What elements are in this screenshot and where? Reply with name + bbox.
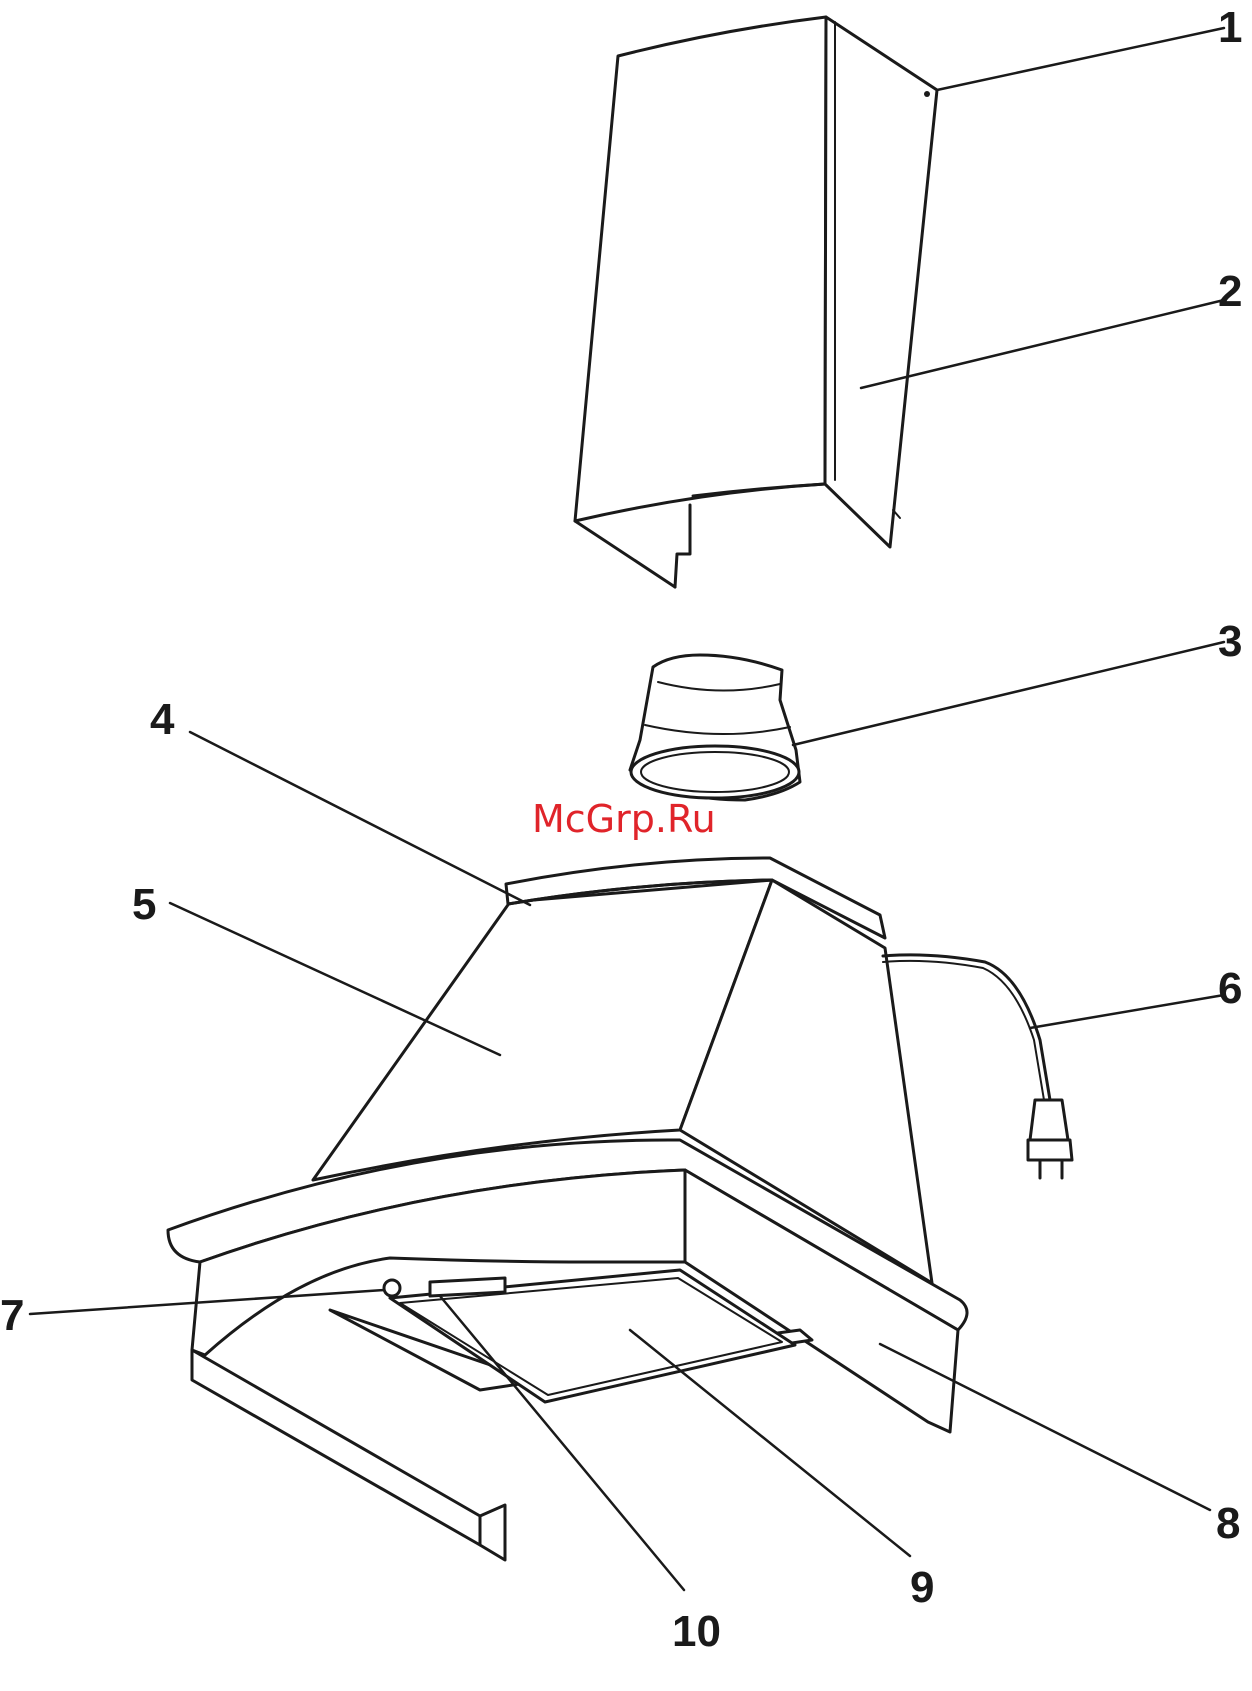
callout-1: 1: [1218, 3, 1242, 52]
watermark-text: McGrp.Ru: [532, 797, 716, 841]
leader-6: [1030, 995, 1224, 1028]
leader-8: [880, 1344, 1210, 1510]
control-knob: [384, 1280, 400, 1296]
callout-8: 8: [1216, 1499, 1240, 1548]
callout-7: 7: [0, 1291, 24, 1340]
leader-3: [793, 642, 1224, 745]
screw-dot: [924, 91, 930, 97]
plug-icon: [1030, 1100, 1068, 1140]
chimney-cover: [575, 17, 937, 587]
callout-5: 5: [132, 880, 156, 929]
callout-3: 3: [1218, 617, 1242, 666]
controls: [384, 1278, 505, 1296]
callout-6: 6: [1218, 964, 1242, 1013]
light-lamp: [430, 1278, 505, 1296]
leader-1: [937, 28, 1224, 90]
leader-5: [170, 903, 500, 1055]
callout-10: 10: [672, 1607, 721, 1656]
callout-9: 9: [910, 1563, 934, 1612]
callout-2: 2: [1218, 267, 1242, 316]
duct-adapter: [630, 655, 800, 800]
callout-4: 4: [150, 695, 175, 744]
leader-4: [190, 732, 530, 905]
